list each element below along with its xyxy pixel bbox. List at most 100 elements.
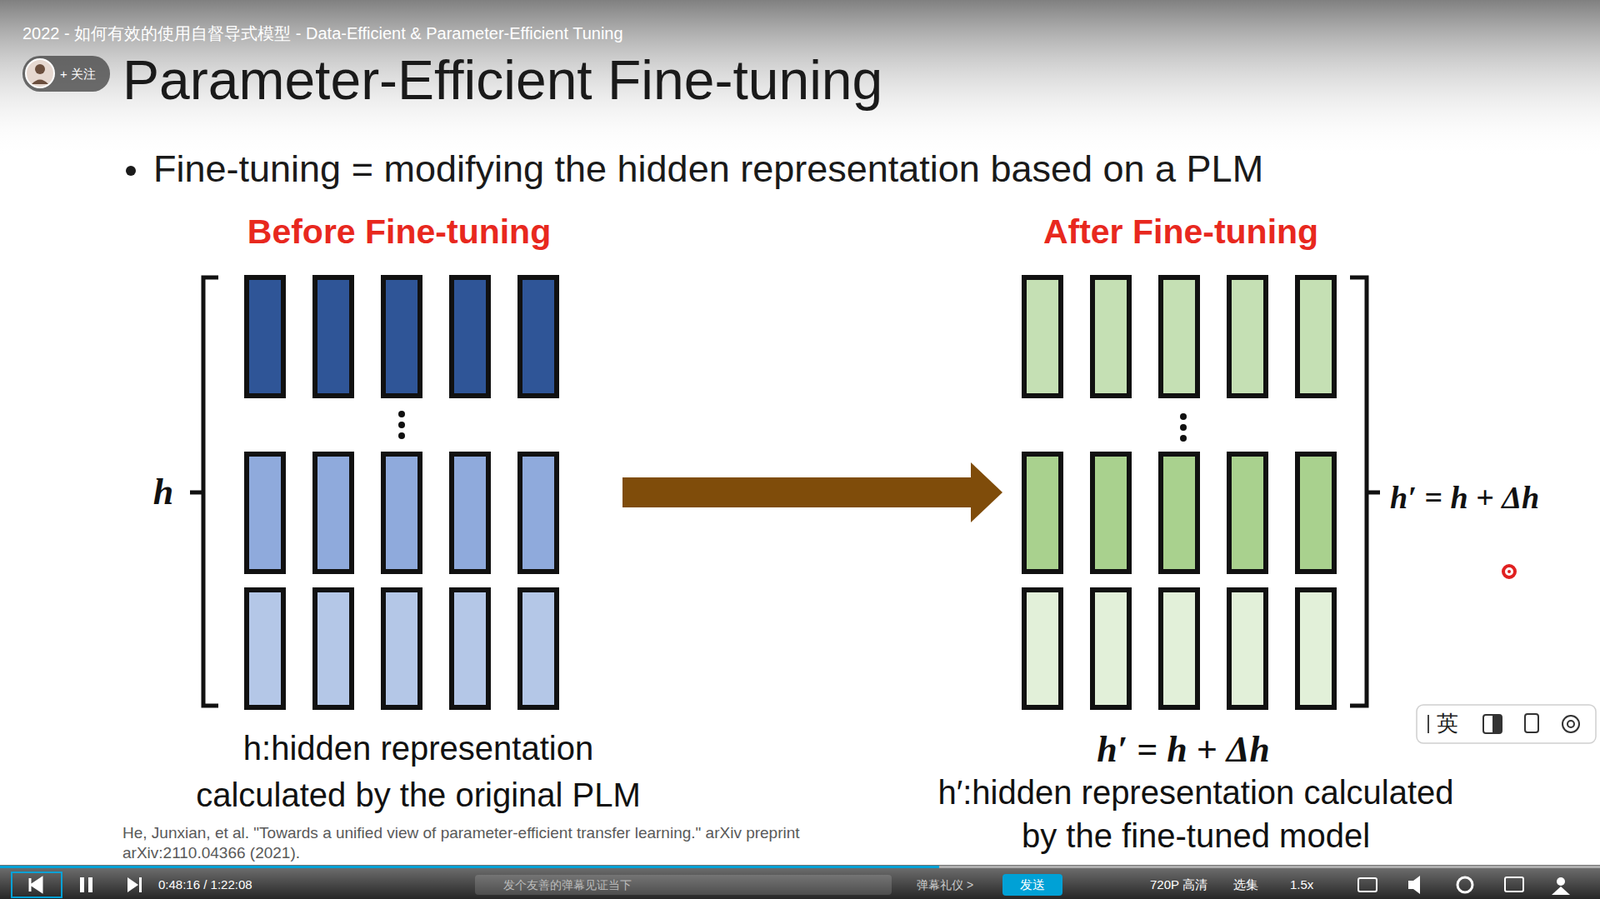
before-vector-bars-part-part [451, 277, 489, 396]
before-vector-bars-part [246, 454, 557, 572]
player-controls-part [88, 877, 93, 893]
after-vector-bars-part-part [1092, 590, 1130, 708]
before-vector-bars-part-part [383, 590, 420, 708]
send-button-label: 发送 [1002, 877, 1063, 893]
ellipsis-dots-part [1180, 435, 1187, 442]
player-controls-part [475, 875, 892, 895]
player-controls-part [1505, 877, 1524, 892]
before-vector-bars-part-part [315, 277, 352, 396]
after-vector-bars-part-part [1297, 454, 1335, 572]
after-vector-bars-part-part [1160, 590, 1198, 708]
danmaku-placeholder: 发个友善的弹幕见证当下 [503, 877, 632, 893]
video-title: 2022 - 如何有效的使用自督导式模型 - Data-Efficient & … [22, 22, 624, 45]
before-vector-bars-part-part [451, 454, 489, 572]
cursor-dot-part [1507, 570, 1511, 574]
progress-bar [0, 865, 1600, 869]
citation: He, Junxian, et al. "Towards a unified v… [122, 823, 873, 864]
player-controls-part [1358, 878, 1377, 892]
brackets-part [1366, 490, 1380, 495]
equation-label: h′ = h + Δh [1058, 727, 1309, 773]
time-display: 0:48:16 / 1:22:08 [158, 877, 253, 893]
after-vector-bars-part [1024, 454, 1335, 572]
equation-label: h′ = h + Δh [1390, 476, 1540, 519]
before-vector-bars-part [246, 590, 557, 708]
before-vector-bars [246, 277, 557, 708]
bullet-dot [125, 165, 136, 176]
ellipsis-dots-part [1180, 424, 1187, 431]
before-vector-bars-part-part [246, 277, 284, 396]
speed-label: 1.5x [1290, 877, 1314, 893]
danmaku-etiquette: 弹幕礼仪 > [916, 877, 974, 893]
after-vector-bars-part [1024, 277, 1335, 396]
brackets-part [203, 277, 219, 706]
ellipsis-dots-part [398, 421, 405, 429]
after-vector-bars-part-part [1297, 590, 1335, 708]
subtitle-toolbar-part [1567, 720, 1575, 728]
brackets [190, 277, 1380, 706]
ellipsis-dots-part [398, 432, 405, 440]
player-controls-part [139, 877, 142, 893]
before-vector-bars-part-part [315, 454, 352, 572]
player-top-shade [0, 0, 1600, 159]
after-vector-bars-part-part [1024, 277, 1061, 396]
subtitle-toolbar-part [1562, 715, 1580, 733]
before-vector-bars-part-part [383, 277, 420, 396]
player-controls-part [30, 878, 42, 892]
after-vector-bars [1024, 277, 1335, 708]
player-controls-part [1457, 877, 1473, 893]
after-vector-bars-part [1024, 590, 1335, 708]
ellipsis-dots-part [398, 410, 405, 418]
cursor-dot [1503, 565, 1515, 578]
before-vector-bars-part-part [383, 454, 420, 572]
follow-button-part [35, 64, 45, 75]
player-bottom-shade [0, 865, 1600, 899]
episode-label: 选集 [1233, 877, 1259, 893]
language-toggle: 英 [1436, 710, 1459, 737]
before-vector-bars-part-part [520, 454, 557, 572]
brackets-part [190, 490, 204, 495]
player-controls-part [11, 872, 62, 898]
follow-button [22, 55, 110, 92]
player-controls-part [1408, 875, 1420, 895]
player-controls-part [1551, 886, 1570, 895]
transform-arrow [622, 477, 971, 508]
after-vector-bars-part-part [1092, 277, 1130, 396]
player-controls-part [1002, 874, 1063, 896]
follow-button-part [31, 80, 49, 85]
after-vector-bars-part-part [1229, 590, 1266, 708]
before-vector-bars-part-part [315, 590, 352, 708]
after-vector-bars-part-part [1160, 277, 1198, 396]
group-heading: Before Fine-tuning [247, 211, 551, 252]
after-vector-bars-part-part [1229, 454, 1266, 572]
symbol-label: h [146, 469, 180, 516]
subtitle-toolbar-part [1427, 715, 1430, 734]
subtitle-toolbar-part [1525, 714, 1539, 733]
before-vector-bars-part-part [520, 590, 557, 708]
vector-group: Before Fine-tuning [241, 272, 562, 713]
ellipsis-dots-part [1180, 413, 1187, 420]
subtitle-toolbar-part [1492, 715, 1502, 734]
before-vector-bars-part-part [520, 277, 557, 396]
follow-button-part [25, 59, 55, 88]
after-vector-bars-part-part [1024, 590, 1061, 708]
before-vector-bars-part-part [246, 590, 284, 708]
before-vector-bars-part [246, 277, 557, 396]
ellipsis-dots [398, 410, 1187, 442]
quality-label: 720P 高清 [1150, 877, 1208, 893]
caption-text: h′:hidden representation calculated by t… [920, 770, 1471, 858]
group-heading: After Fine-tuning [1043, 211, 1319, 252]
brackets-part [1350, 277, 1367, 706]
after-vector-bars-part-part [1160, 454, 1198, 572]
slide-title: Parameter-Efficient Fine-tuning [122, 46, 883, 114]
cursor-dot-part [1503, 565, 1515, 578]
follow-button-part [22, 55, 110, 92]
player-controls-part [127, 877, 139, 893]
follow-button-label: + 关注 [60, 65, 96, 83]
player-controls-part [1556, 877, 1565, 886]
progress-bar-part [0, 865, 1600, 869]
progress-bar-part [0, 865, 940, 869]
vector-group: After Fine-tuning [1019, 272, 1340, 713]
